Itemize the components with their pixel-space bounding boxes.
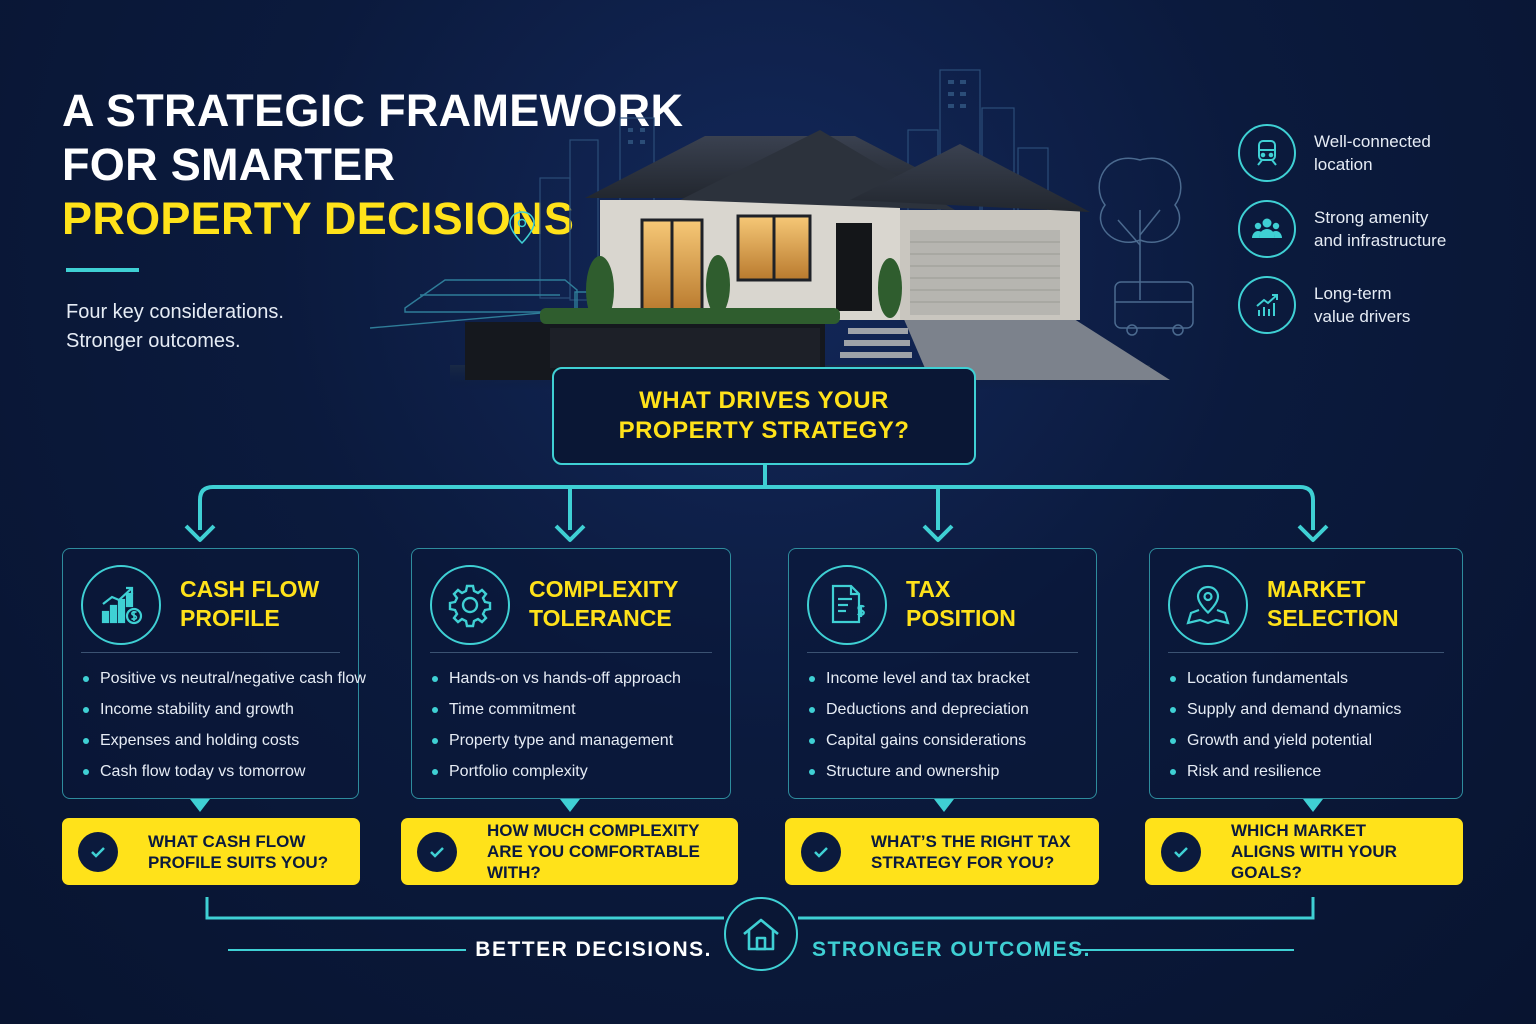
people-icon <box>1238 200 1296 258</box>
banner-tax-question: WHAT’S THE RIGHT TAX STRATEGY FOR YOU? <box>785 818 1099 885</box>
list-item: Cash flow today vs tomorrow <box>83 756 366 787</box>
feature-text: Long-term value drivers <box>1314 284 1411 326</box>
footer-better-decisions: BETTER DECISIONS. <box>475 938 712 961</box>
subtitle-line-2: Stronger outcomes. <box>66 330 241 352</box>
card-title: CASH FLOW PROFILE <box>180 576 320 631</box>
train-icon <box>1238 124 1296 182</box>
card-list: Hands-on vs hands-off approach Time comm… <box>432 663 681 787</box>
subtitle: Four key considerations. Stronger outcom… <box>66 298 284 356</box>
card-cash-flow: CASH FLOW PROFILE Positive vs neutral/ne… <box>62 548 366 799</box>
list-item: Time commitment <box>432 694 681 725</box>
page-title: A STRATEGIC FRAMEWORK FOR SMARTER PROPER… <box>62 84 683 246</box>
feature-value-drivers: Long-term value drivers <box>1238 276 1494 334</box>
title-line-3: PROPERTY DECISIONS <box>62 193 575 244</box>
card-list: Income level and tax bracket Deductions … <box>809 663 1030 787</box>
banner-complexity-question: HOW MUCH COMPLEXITY ARE YOU COMFORTABLE … <box>401 818 738 885</box>
title-line-2: FOR SMARTER <box>62 139 396 190</box>
banner-market-question: WHICH MARKET ALIGNS WITH YOUR GOALS? <box>1145 818 1463 885</box>
list-item: Capital gains considerations <box>809 725 1030 756</box>
card-divider <box>1168 652 1444 653</box>
checkmark-icon <box>417 831 457 872</box>
card-tax: TAX POSITION Income level and tax bracke… <box>788 548 1097 799</box>
feature-connected-location: Well-connected location <box>1238 124 1494 182</box>
banner-text: WHAT’S THE RIGHT TAX STRATEGY FOR YOU? <box>871 831 1071 872</box>
card-title: MARKET SELECTION <box>1267 576 1399 631</box>
list-item: Expenses and holding costs <box>83 725 366 756</box>
banner-text: WHAT CASH FLOW PROFILE SUITS YOU? <box>148 831 329 872</box>
banner-text: WHICH MARKET ALIGNS WITH YOUR GOALS? <box>1231 821 1397 882</box>
list-item: Positive vs neutral/negative cash flow <box>83 663 366 694</box>
card-complexity: COMPLEXITY TOLERANCE Hands-on vs hands-o… <box>411 548 731 799</box>
list-item: Hands-on vs hands-off approach <box>432 663 681 694</box>
checkmark-icon <box>1161 831 1201 872</box>
feature-text: Well-connected location <box>1314 132 1431 174</box>
list-item: Property type and management <box>432 725 681 756</box>
checkmark-icon <box>801 831 841 872</box>
title-underline <box>66 268 139 272</box>
home-icon <box>724 897 798 971</box>
house-illustration <box>370 69 1194 390</box>
central-question-box: WHAT DRIVES YOUR PROPERTY STRATEGY? <box>552 367 976 465</box>
subtitle-line-1: Four key considerations. <box>66 301 284 323</box>
tax-document-icon <box>807 565 887 645</box>
card-divider <box>81 652 340 653</box>
card-divider <box>807 652 1078 653</box>
card-list: Location fundamentals Supply and demand … <box>1170 663 1401 787</box>
list-item: Portfolio complexity <box>432 756 681 787</box>
feature-amenity: Strong amenity and infrastructure <box>1238 200 1494 258</box>
banner-text: HOW MUCH COMPLEXITY ARE YOU COMFORTABLE … <box>487 821 700 882</box>
list-item: Supply and demand dynamics <box>1170 694 1401 725</box>
map-pin-icon <box>1168 565 1248 645</box>
list-item: Risk and resilience <box>1170 756 1401 787</box>
card-title: COMPLEXITY TOLERANCE <box>529 576 679 631</box>
list-item: Deductions and depreciation <box>809 694 1030 725</box>
central-question-line-2: PROPERTY STRATEGY? <box>618 417 910 444</box>
list-item: Structure and ownership <box>809 756 1030 787</box>
card-list: Positive vs neutral/negative cash flow I… <box>83 663 366 787</box>
gear-icon <box>430 565 510 645</box>
feature-text: Strong amenity and infrastructure <box>1314 208 1447 250</box>
cash-flow-chart-icon <box>81 565 161 645</box>
list-item: Location fundamentals <box>1170 663 1401 694</box>
central-question-line-1: WHAT DRIVES YOUR <box>639 387 889 414</box>
checkmark-icon <box>78 831 118 872</box>
growth-chart-icon <box>1238 276 1296 334</box>
list-item: Income level and tax bracket <box>809 663 1030 694</box>
card-divider <box>430 652 712 653</box>
card-market: MARKET SELECTION Location fundamentals S… <box>1149 548 1463 799</box>
list-item: Growth and yield potential <box>1170 725 1401 756</box>
footer-stronger-outcomes: STRONGER OUTCOMES. <box>812 938 1092 961</box>
list-item: Income stability and growth <box>83 694 366 725</box>
banner-cash-flow-question: WHAT CASH FLOW PROFILE SUITS YOU? <box>62 818 360 885</box>
card-title: TAX POSITION <box>906 576 1016 631</box>
title-line-1: A STRATEGIC FRAMEWORK <box>62 85 684 136</box>
